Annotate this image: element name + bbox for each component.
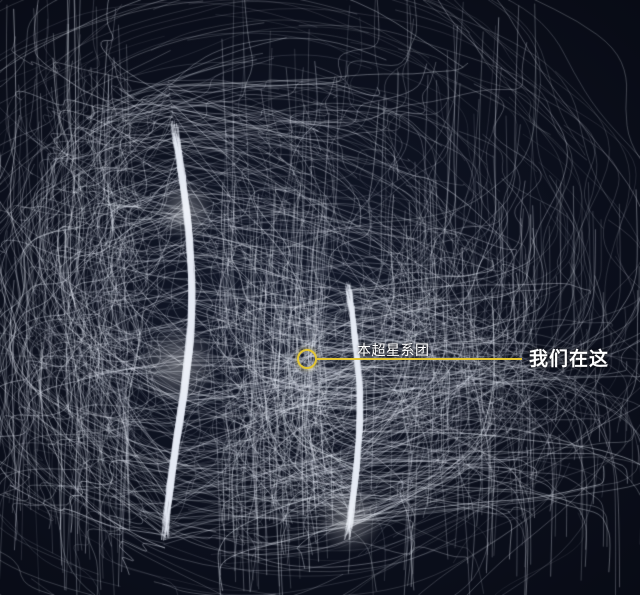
supercluster-label: 本超星系团 — [357, 343, 430, 359]
location-marker-circle — [297, 349, 317, 369]
pointer-line — [317, 358, 522, 360]
we-are-here-label: 我们在这 — [529, 348, 610, 370]
